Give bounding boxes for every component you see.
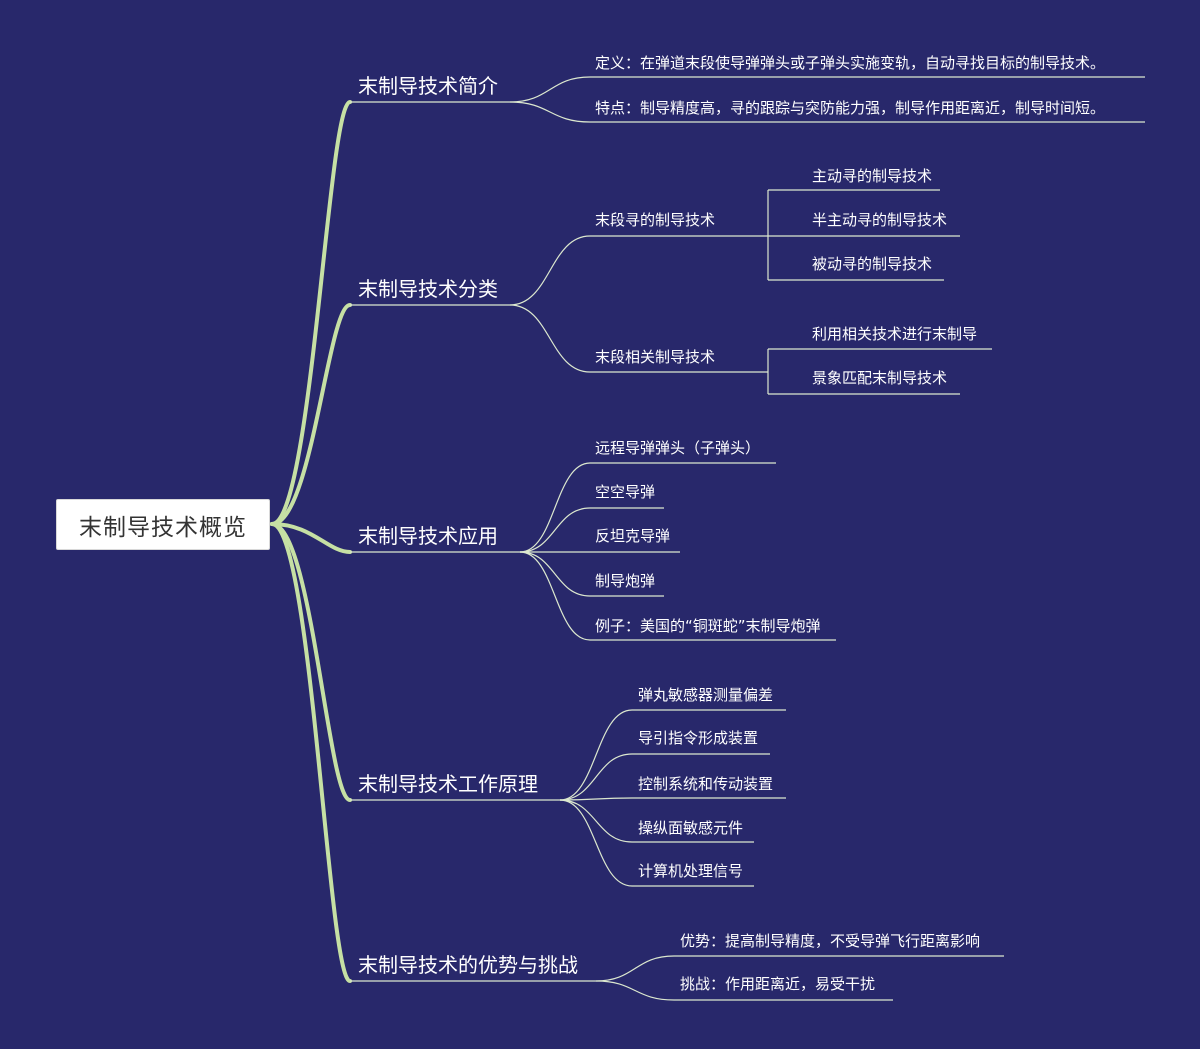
leaf-link-3-3 <box>559 799 754 843</box>
leaf-link-3-1 <box>559 753 770 801</box>
branch-classification[interactable]: 末制导技术分类 <box>358 277 498 301</box>
leaf-link-0-1 <box>509 101 1145 123</box>
leaf-link-4-0 <box>595 955 1004 982</box>
topic-scene-matching[interactable]: 景象匹配末制导技术 <box>812 369 948 387</box>
topic-correlation-guidance[interactable]: 利用相关技术进行末制导 <box>812 325 978 343</box>
leaf-link-2-0 <box>519 462 776 553</box>
main-link-2 <box>270 522 352 554</box>
topic-control-surface-sensor[interactable]: 操纵面敏感元件 <box>638 819 744 837</box>
main-link-0 <box>270 100 352 526</box>
leaf-link-1-1 <box>509 304 768 373</box>
topic-passive-homing[interactable]: 被动寻的制导技术 <box>812 255 933 273</box>
branch-applications[interactable]: 末制导技术应用 <box>358 524 498 548</box>
topic-terminal-homing[interactable]: 末段寻的制导技术 <box>595 211 716 229</box>
leaf-link-4-1 <box>595 980 893 1001</box>
branch-working-principle[interactable]: 末制导技术工作原理 <box>358 772 538 796</box>
branch-intro[interactable]: 末制导技术简介 <box>358 74 498 98</box>
leaf-link-2-4 <box>519 551 836 641</box>
topic-computer-processing[interactable]: 计算机处理信号 <box>638 862 744 880</box>
topic-copperhead-example[interactable]: 例子：美国的“铜斑蛇”末制导炮弹 <box>595 617 821 635</box>
topic-control-actuator[interactable]: 控制系统和传动装置 <box>638 775 774 793</box>
topic-air-to-air-missile[interactable]: 空空导弹 <box>595 483 656 501</box>
main-link-1 <box>270 303 352 526</box>
root-topic[interactable]: 末制导技术概览 <box>56 499 270 550</box>
main-link-4 <box>270 522 352 983</box>
leaf-link-2-1 <box>519 507 664 553</box>
topic-anti-tank-missile[interactable]: 反坦克导弹 <box>595 527 671 545</box>
topic-semi-active-homing[interactable]: 半主动寻的制导技术 <box>812 211 948 229</box>
root-topic-label: 末制导技术概览 <box>79 514 247 541</box>
leaf-link-3-4 <box>559 799 754 887</box>
leaf-link-3-0 <box>559 709 786 801</box>
leaf-link-1-0 <box>509 235 768 306</box>
topic-challenge[interactable]: 挑战：作用距离近，易受干扰 <box>680 975 876 993</box>
topic-features[interactable]: 特点：制导精度高，寻的跟踪与突防能力强，制导作用距离近，制导时间短。 <box>595 99 1106 117</box>
topic-definition[interactable]: 定义：在弹道末段使导弹弹头或子弹头实施变轨，自动寻找目标的制导技术。 <box>595 54 1106 72</box>
branch-advantages-challenges[interactable]: 末制导技术的优势与挑战 <box>358 953 578 977</box>
topic-sensor-deviation[interactable]: 弹丸敏感器测量偏差 <box>638 686 774 704</box>
topic-guided-shell[interactable]: 制导炮弹 <box>595 572 656 590</box>
topic-active-homing[interactable]: 主动寻的制导技术 <box>812 167 933 185</box>
leaf-link-2-3 <box>519 551 664 597</box>
leaf-link-3-2 <box>559 797 786 801</box>
topic-long-range-warhead[interactable]: 远程导弹弹头（子弹头） <box>595 439 761 457</box>
main-link-3 <box>270 522 352 802</box>
topic-terminal-correlation[interactable]: 末段相关制导技术 <box>595 348 716 366</box>
topic-advantage[interactable]: 优势：提高制导精度，不受导弹飞行距离影响 <box>680 932 981 950</box>
leaf-link-0-0 <box>509 76 1145 103</box>
topic-command-generator[interactable]: 导引指令形成装置 <box>638 729 759 747</box>
